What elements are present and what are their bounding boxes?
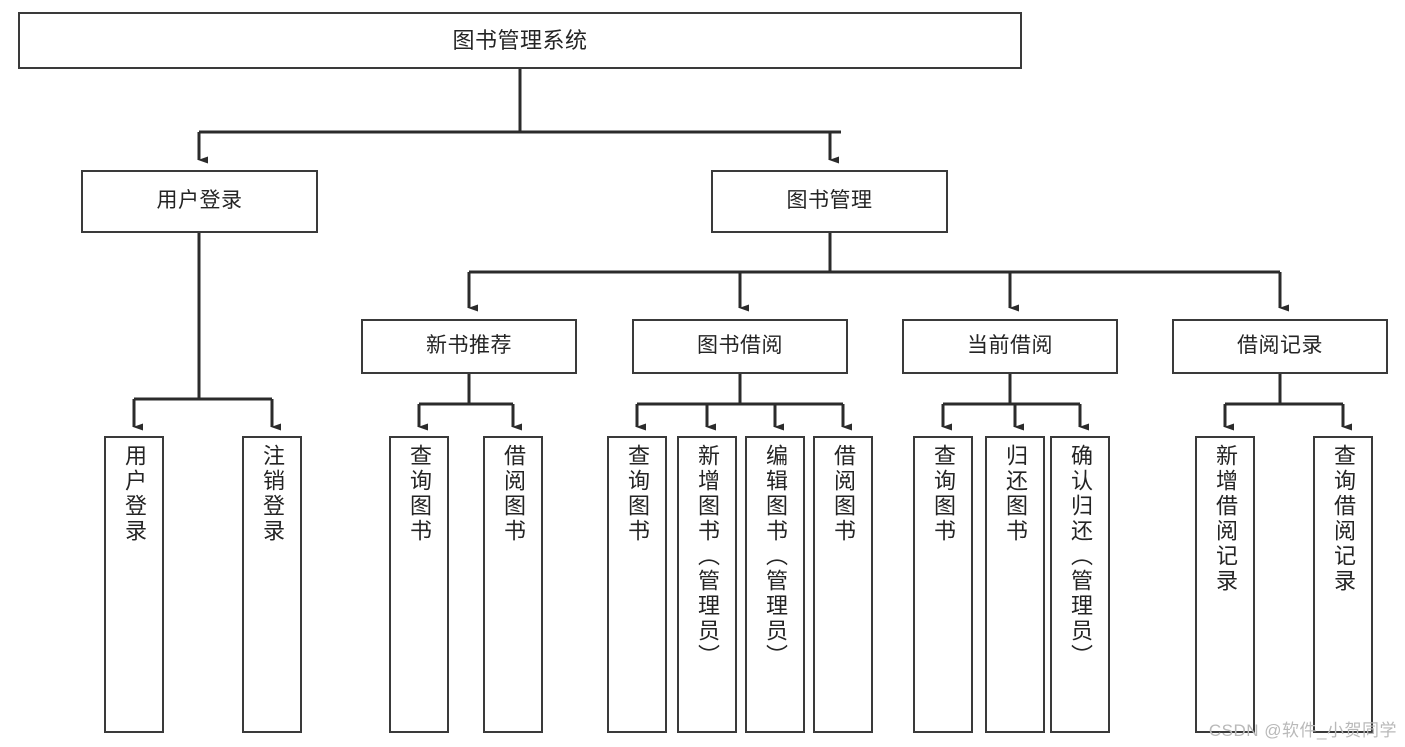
node-leaf-add-book[interactable]: 新增图书（管理员）	[677, 436, 737, 733]
node-label: 查询图书	[625, 444, 650, 544]
node-root-system[interactable]: 图书管理系统	[18, 12, 1022, 69]
node-label: 借阅记录	[1237, 334, 1323, 358]
node-label: 借阅图书	[831, 444, 856, 544]
node-current-borrow[interactable]: 当前借阅	[902, 319, 1118, 374]
node-leaf-confirm-return[interactable]: 确认归还（管理员）	[1050, 436, 1110, 733]
node-new-book-recommend[interactable]: 新书推荐	[361, 319, 577, 374]
node-label: 图书管理系统	[452, 27, 588, 53]
node-label: 确认归还（管理员）	[1068, 444, 1093, 669]
node-label: 注销登录	[260, 444, 285, 544]
node-label: 编辑图书（管理员）	[763, 444, 788, 669]
node-book-management[interactable]: 图书管理	[711, 170, 948, 233]
node-label: 查询图书	[407, 444, 432, 544]
node-leaf-query-book-1[interactable]: 查询图书	[389, 436, 449, 733]
node-leaf-logout[interactable]: 注销登录	[242, 436, 302, 733]
node-label: 当前借阅	[967, 334, 1053, 358]
node-label: 用户登录	[156, 189, 243, 213]
node-leaf-query-book-3[interactable]: 查询图书	[913, 436, 973, 733]
node-leaf-query-record[interactable]: 查询借阅记录	[1313, 436, 1373, 733]
node-book-borrow[interactable]: 图书借阅	[632, 319, 848, 374]
node-label: 借阅图书	[501, 444, 526, 544]
node-leaf-query-book-2[interactable]: 查询图书	[607, 436, 667, 733]
node-leaf-borrow-book-2[interactable]: 借阅图书	[813, 436, 873, 733]
node-leaf-borrow-book-1[interactable]: 借阅图书	[483, 436, 543, 733]
node-label: 新增图书（管理员）	[695, 444, 720, 669]
node-label: 用户登录	[122, 444, 147, 544]
node-label: 图书借阅	[697, 334, 783, 358]
node-user-login[interactable]: 用户登录	[81, 170, 318, 233]
node-leaf-user-login[interactable]: 用户登录	[104, 436, 164, 733]
node-label: 新增借阅记录	[1213, 444, 1238, 594]
node-label: 归还图书	[1003, 444, 1028, 544]
node-label: 图书管理	[786, 189, 873, 213]
node-leaf-return-book[interactable]: 归还图书	[985, 436, 1045, 733]
node-label: 查询借阅记录	[1331, 444, 1356, 594]
node-leaf-edit-book[interactable]: 编辑图书（管理员）	[745, 436, 805, 733]
watermark-text: CSDN @软件_小贺同学	[1208, 721, 1397, 740]
node-label: 查询图书	[931, 444, 956, 544]
node-leaf-add-record[interactable]: 新增借阅记录	[1195, 436, 1255, 733]
node-borrow-record[interactable]: 借阅记录	[1172, 319, 1388, 374]
node-label: 新书推荐	[426, 334, 512, 358]
